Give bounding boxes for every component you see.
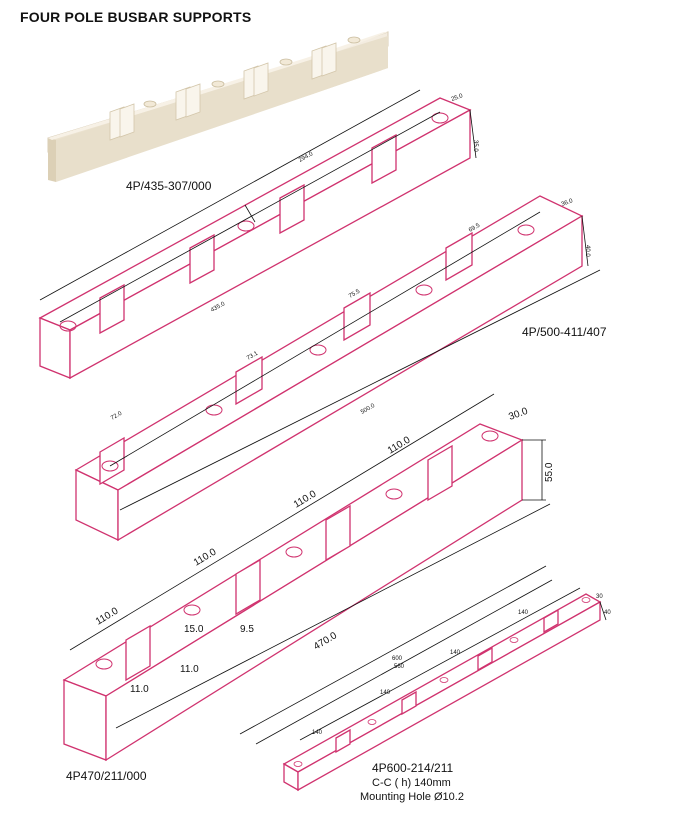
product-mounting-4: Mounting Hole Ø10.2 [360,791,464,803]
product-cc-4: C-C ( h) 140mm [372,777,451,789]
dim-overall-2: 500.0 [360,403,377,416]
busbar-support-4: 600 560 140 140 140 140 30 40 [239,565,611,792]
dim-pitch-2c: 73.1 [246,350,260,361]
dim-pitch-2d: 72.0 [110,410,124,421]
dim-slot-11a: 11.0 [180,664,199,675]
dim-height-4: 40 [604,610,611,616]
dim-pitch-1: 294.0 [298,151,315,164]
dim-slot-11b: 11.0 [130,684,149,695]
dim-width-4: 30 [596,594,603,600]
dim-overall-1: 435.0 [210,301,227,314]
dim-pitch-2b: 75.5 [348,288,362,299]
dim-height-3: 55.0 [544,462,555,482]
dim-pitch-3b: 110.0 [192,546,219,568]
dim-slot-9: 9.5 [240,624,254,635]
dim-pitch-3c: 110.0 [292,488,319,510]
product-code-1: 4P/435-307/000 [126,179,212,193]
dim-overall-4: 600 [392,656,403,662]
dim-height-2: 40.0 [584,245,590,257]
dim-overall-3: 470.0 [312,630,339,653]
dim-pitch-4c: 140 [450,650,461,656]
dim-slot-15: 15.0 [184,624,204,635]
dim-pitch-4b: 140 [380,690,391,696]
product-code-2: 4P/500-411/407 [522,325,607,339]
dim-pitch-3d: 110.0 [386,434,413,456]
dim-inner-4: 560 [394,664,405,670]
dim-width-3: 30.0 [507,406,529,423]
dim-height-1: 35.0 [472,140,478,152]
dim-pitch-3a: 110.0 [94,605,121,627]
product-code-4: 4P600-214/211 [372,761,454,775]
page-title: FOUR POLE BUSBAR SUPPORTS [20,9,252,25]
busbar-support-2: 69.5 75.5 73.1 72.0 500.0 36.0 40.0 [74,195,601,542]
dim-pitch-2a: 69.5 [468,222,482,233]
product-code-3: 4P470/211/000 [66,769,147,783]
dim-pitch-4a: 140 [312,730,323,736]
busbar-support-1: 294.0 435.0 25.0 35.0 [38,89,478,380]
dim-pitch-4d: 140 [518,610,529,616]
dim-width-1: 25.0 [451,93,465,103]
dim-width-2: 36.0 [561,198,575,208]
product-photo [47,31,389,182]
